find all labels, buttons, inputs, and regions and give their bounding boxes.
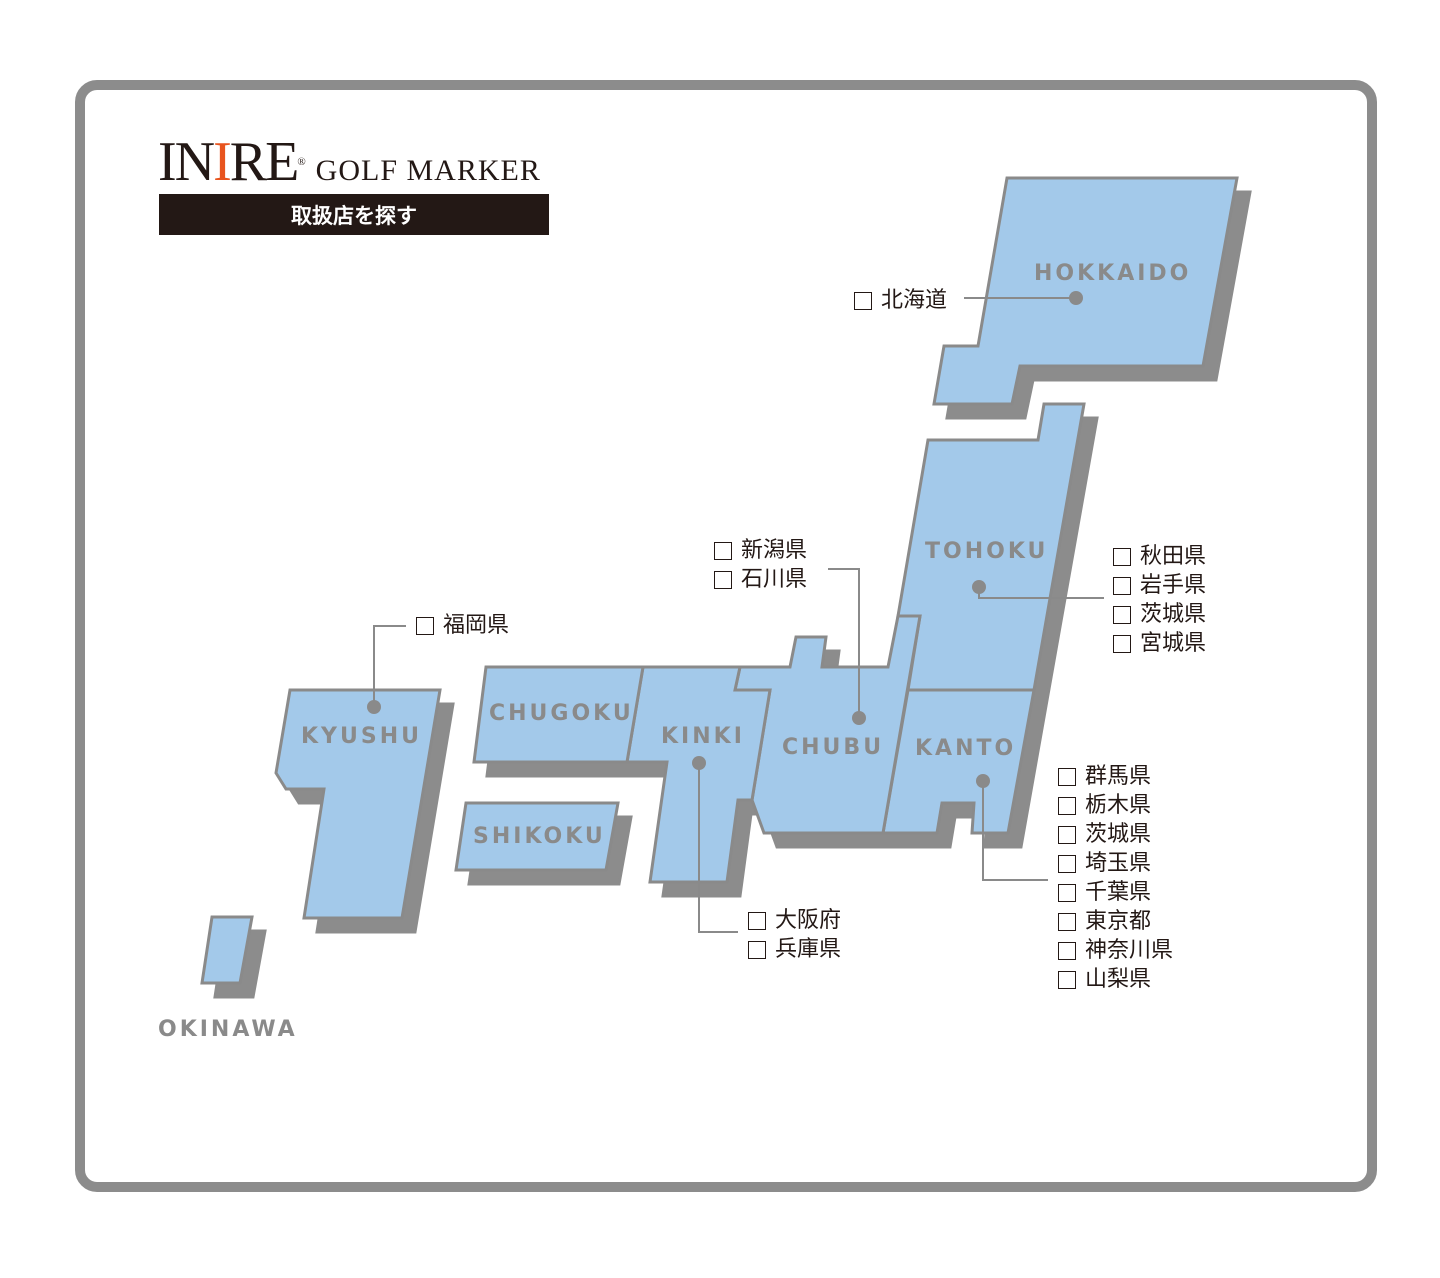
prefecture-checkbox-item[interactable]: 福岡県 bbox=[416, 611, 509, 640]
checkbox[interactable] bbox=[1058, 883, 1076, 902]
prefecture-label: 栃木県 bbox=[1085, 793, 1152, 818]
region-markers bbox=[367, 291, 1083, 788]
prefecture-checkbox-item[interactable]: 栃木県 bbox=[1058, 791, 1173, 820]
prefecture-checkbox-item[interactable]: 大阪府 bbox=[748, 906, 841, 935]
prefecture-checkbox-item[interactable]: 北海道 bbox=[854, 286, 947, 315]
label-chugoku: CHUGOKU bbox=[489, 701, 634, 726]
prefecture-checkbox-item[interactable]: 茨城県 bbox=[1113, 600, 1206, 629]
checkbox[interactable] bbox=[1113, 547, 1131, 566]
checkbox[interactable] bbox=[1113, 605, 1131, 624]
map-frame bbox=[75, 80, 1377, 1192]
prefecture-list-kinki: 大阪府兵庫県 bbox=[748, 906, 841, 964]
region-shikoku[interactable] bbox=[454, 801, 620, 872]
checkbox[interactable] bbox=[714, 570, 732, 589]
checkbox[interactable] bbox=[748, 911, 766, 930]
checkbox[interactable] bbox=[1113, 634, 1131, 653]
checkbox[interactable] bbox=[1058, 767, 1076, 786]
prefecture-label: 北海道 bbox=[881, 288, 948, 313]
label-hokkaido: HOKKAIDO bbox=[1034, 261, 1191, 286]
checkbox[interactable] bbox=[1058, 970, 1076, 989]
prefecture-label: 山梨県 bbox=[1085, 967, 1152, 992]
checkbox[interactable] bbox=[854, 291, 872, 310]
prefecture-checkbox-item[interactable]: 神奈川県 bbox=[1058, 936, 1173, 965]
prefecture-label: 埼玉県 bbox=[1085, 851, 1152, 876]
label-kanto: KANTO bbox=[915, 736, 1016, 761]
prefecture-label: 石川県 bbox=[741, 567, 808, 592]
region-hokkaido[interactable] bbox=[932, 176, 1239, 406]
find-store-button[interactable]: 取扱店を探す bbox=[159, 194, 549, 235]
prefecture-label: 茨城県 bbox=[1140, 602, 1207, 627]
logo: INIRE® GOLF MARKER bbox=[158, 134, 550, 190]
prefecture-list-tohoku: 秋田県岩手県茨城県宮城県 bbox=[1113, 542, 1206, 658]
checkbox[interactable] bbox=[1058, 941, 1076, 960]
checkbox[interactable] bbox=[1058, 825, 1076, 844]
prefecture-checkbox-item[interactable]: 東京都 bbox=[1058, 907, 1173, 936]
label-tohoku: TOHOKU bbox=[925, 539, 1048, 564]
prefecture-label: 新潟県 bbox=[741, 538, 808, 563]
checkbox[interactable] bbox=[1113, 576, 1131, 595]
label-kinki: KINKI bbox=[661, 724, 745, 749]
prefecture-label: 秋田県 bbox=[1140, 544, 1207, 569]
prefecture-checkbox-item[interactable]: 新潟県 bbox=[714, 536, 807, 565]
prefecture-list-chubu: 新潟県石川県 bbox=[714, 536, 807, 594]
prefecture-checkbox-item[interactable]: 兵庫県 bbox=[748, 935, 841, 964]
prefecture-label: 岩手県 bbox=[1140, 573, 1207, 598]
label-chubu: CHUBU bbox=[782, 735, 884, 760]
checkbox[interactable] bbox=[714, 541, 732, 560]
region-kyushu[interactable] bbox=[274, 688, 442, 920]
prefecture-checkbox-item[interactable]: 宮城県 bbox=[1113, 629, 1206, 658]
label-shikoku: SHIKOKU bbox=[473, 824, 606, 849]
checkbox[interactable] bbox=[1058, 854, 1076, 873]
label-okinawa: OKINAWA bbox=[158, 1017, 298, 1042]
prefecture-label: 群馬県 bbox=[1085, 764, 1152, 789]
prefecture-list-kanto: 群馬県栃木県茨城県埼玉県千葉県東京都神奈川県山梨県 bbox=[1058, 762, 1173, 994]
checkbox[interactable] bbox=[1058, 796, 1076, 815]
prefecture-checkbox-item[interactable]: 埼玉県 bbox=[1058, 849, 1173, 878]
checkbox[interactable] bbox=[416, 616, 434, 635]
checkbox[interactable] bbox=[748, 940, 766, 959]
region-chugoku[interactable] bbox=[472, 665, 645, 764]
prefecture-label: 東京都 bbox=[1085, 909, 1152, 934]
prefecture-checkbox-item[interactable]: 山梨県 bbox=[1058, 965, 1173, 994]
prefecture-label: 兵庫県 bbox=[775, 937, 842, 962]
prefecture-checkbox-item[interactable]: 石川県 bbox=[714, 565, 807, 594]
prefecture-checkbox-item[interactable]: 秋田県 bbox=[1113, 542, 1206, 571]
prefecture-label: 福岡県 bbox=[443, 613, 510, 638]
prefecture-label: 大阪府 bbox=[775, 908, 842, 933]
prefecture-label: 茨城県 bbox=[1085, 822, 1152, 847]
region-okinawa[interactable] bbox=[200, 915, 254, 985]
label-kyushu: KYUSHU bbox=[301, 724, 422, 749]
brand-name: INIRE® bbox=[158, 131, 306, 193]
prefecture-list-hokkaido: 北海道 bbox=[854, 286, 947, 315]
prefecture-label: 神奈川県 bbox=[1085, 938, 1174, 963]
region-kanto[interactable] bbox=[881, 688, 1036, 835]
brand-subtitle: GOLF MARKER bbox=[315, 154, 541, 187]
prefecture-checkbox-item[interactable]: 茨城県 bbox=[1058, 820, 1173, 849]
prefecture-checkbox-item[interactable]: 千葉県 bbox=[1058, 878, 1173, 907]
checkbox[interactable] bbox=[1058, 912, 1076, 931]
prefecture-checkbox-item[interactable]: 群馬県 bbox=[1058, 762, 1173, 791]
prefecture-label: 千葉県 bbox=[1085, 880, 1152, 905]
prefecture-label: 宮城県 bbox=[1140, 631, 1207, 656]
prefecture-checkbox-item[interactable]: 岩手県 bbox=[1113, 571, 1206, 600]
prefecture-list-kyushu: 福岡県 bbox=[416, 611, 509, 640]
